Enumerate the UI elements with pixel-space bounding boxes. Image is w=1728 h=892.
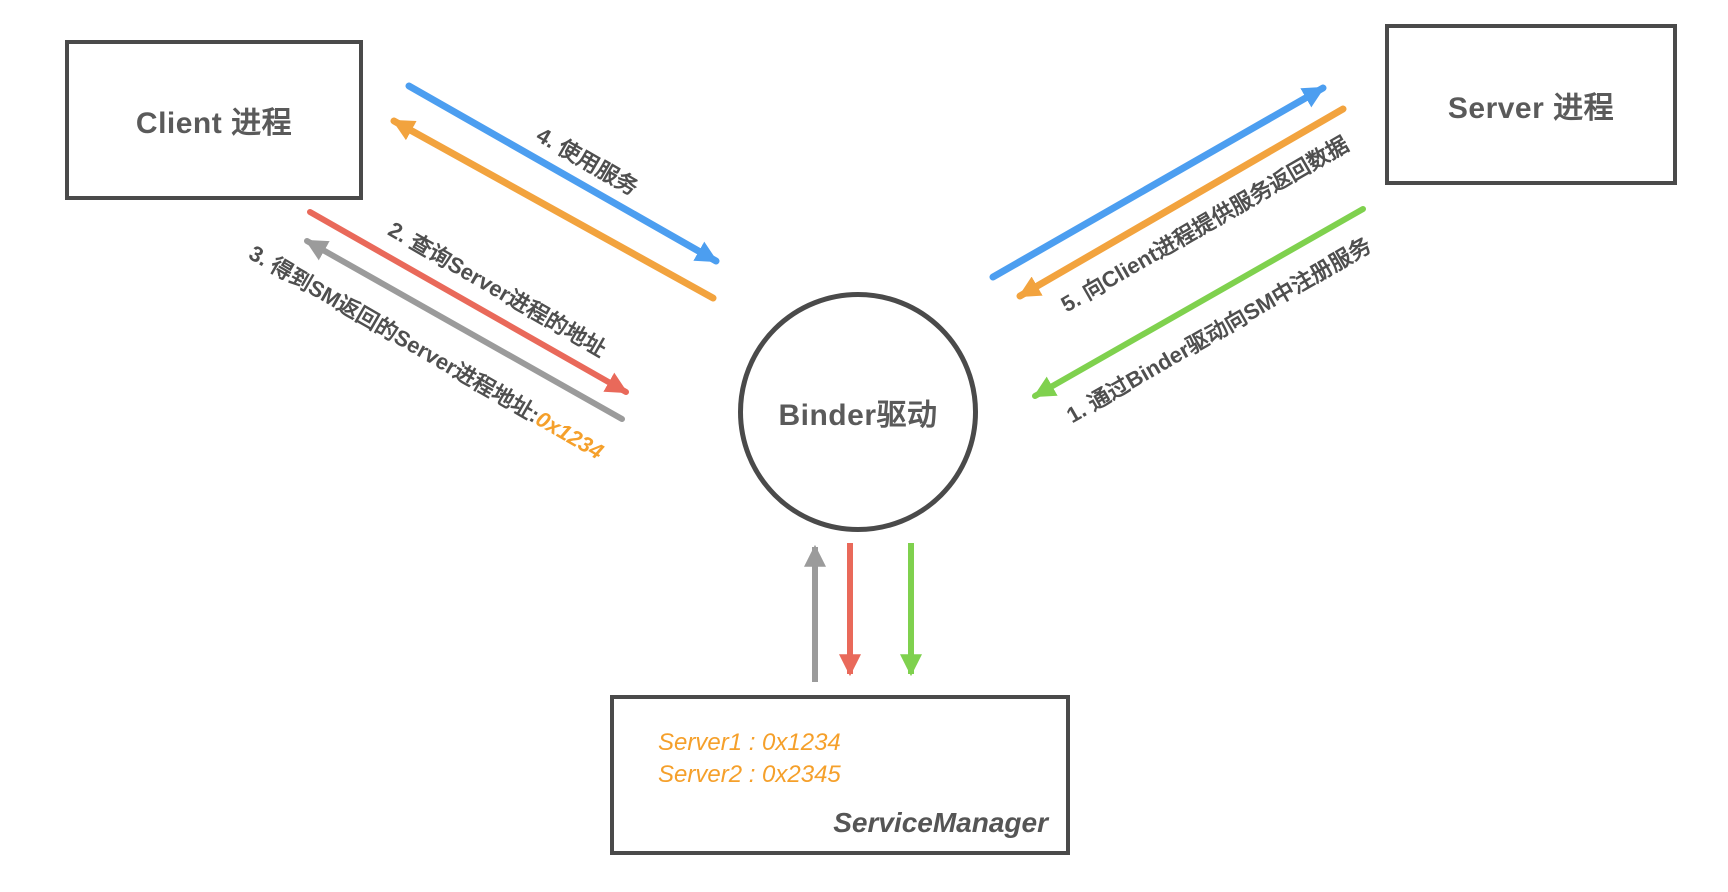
service-manager-entry: Server1 : 0x1234 — [658, 729, 841, 756]
binder-driver-node: Binder驱动 — [738, 292, 978, 532]
arrow-step1-register-service — [1032, 206, 1366, 399]
arrow-step5-binder-to-server — [989, 84, 1327, 281]
arrow-step2-query-address — [307, 209, 629, 395]
arrow-step5-server-to-binder — [1016, 105, 1347, 300]
service-manager-entry: Server2 : 0x2345 — [658, 760, 841, 788]
server-process-label: Server 进程 — [1447, 91, 1615, 125]
arrow-step4-client-to-binder — [405, 82, 720, 265]
binder-driver-label: Binder驱动 — [778, 399, 938, 432]
service-manager-label: ServiceManager — [833, 807, 1048, 838]
service-manager-entries: Server1 : 0x1234 Server2 : 0x2345 — [658, 727, 841, 790]
server-process-node: Server 进程 — [1385, 24, 1677, 185]
client-process-node: Client 进程 — [65, 40, 363, 200]
client-process-label: Client 进程 — [135, 107, 293, 140]
arrow-step4-binder-to-client — [390, 117, 717, 302]
service-manager-node: Server1 : 0x1234 Server2 : 0x2345 Servic… — [610, 695, 1070, 855]
arrow-step3-return-address — [304, 238, 625, 422]
